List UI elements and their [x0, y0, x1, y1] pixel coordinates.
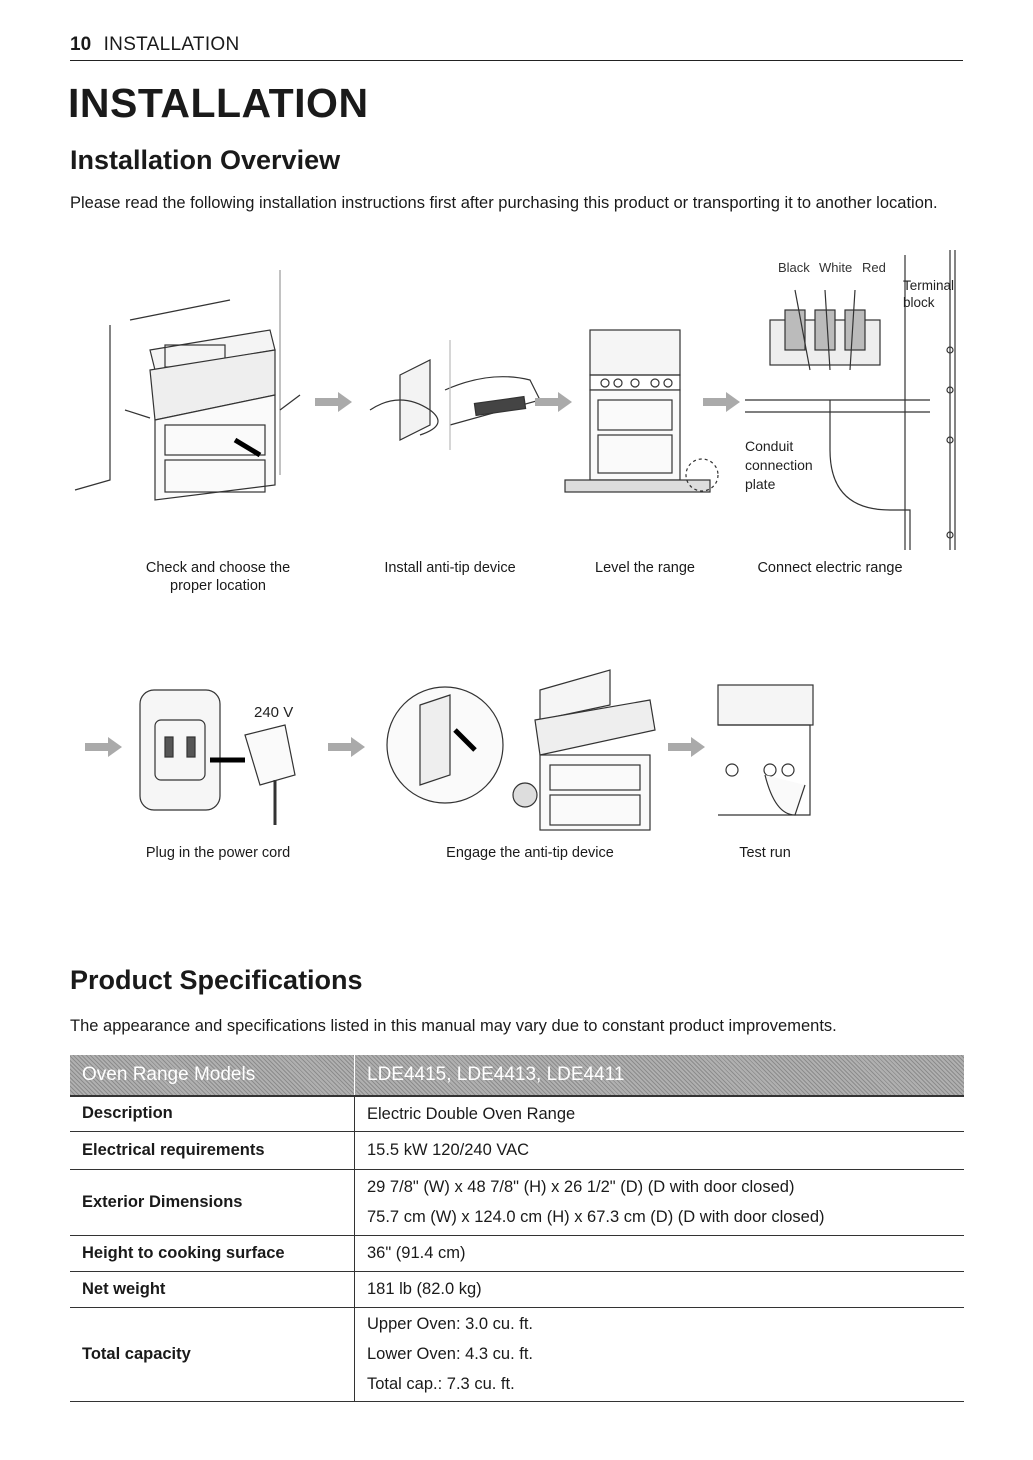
spec-value: 29 7/8" (W) x 48 7/8" (H) x 26 1/2" (D) …: [354, 1169, 964, 1236]
overview-intro: Please read the following installation i…: [70, 194, 938, 212]
step-caption-location: Check and choose the proper location: [145, 560, 291, 594]
terminal-block-illustration: [745, 250, 956, 550]
installation-steps-row2-figure: 240 V: [85, 669, 814, 831]
header-model-numbers: LDE4415, LDE4413, LDE4411: [354, 1055, 964, 1097]
conduit-label: Conduit: [745, 438, 793, 454]
connection-label: connection: [745, 457, 813, 473]
installation-steps-row1-figure: Black White Red Terminal block Conduit c…: [74, 250, 956, 550]
step-arrow-icon: [85, 737, 122, 757]
specs-heading: Product Specifications: [70, 965, 363, 995]
voltage-label: 240 V: [254, 704, 293, 721]
header-models-label: Oven Range Models: [70, 1055, 355, 1097]
spec-label: Net weight: [70, 1271, 355, 1308]
spec-label: Electrical requirements: [70, 1131, 355, 1170]
block-label: block: [903, 295, 935, 310]
spec-label: Height to cooking surface: [70, 1235, 355, 1272]
page-number: 10: [70, 34, 92, 55]
overview-heading: Installation Overview: [70, 145, 341, 175]
table-row: Total capacity Upper Oven: 3.0 cu. ft. L…: [70, 1307, 964, 1402]
page-title: INSTALLATION: [68, 80, 369, 126]
wire-label-red: Red: [862, 260, 886, 275]
spec-value: 36" (91.4 cm): [354, 1235, 964, 1272]
step-arrow-icon: [328, 737, 365, 757]
step-caption-test-run: Test run: [739, 845, 791, 861]
engage-anti-tip-illustration: [386, 669, 656, 831]
table-row: Electrical requirements 15.5 kW 120/240 …: [70, 1131, 964, 1170]
wire-label-black: Black: [778, 260, 810, 275]
page-header: 10 INSTALLATION: [70, 34, 963, 61]
step-arrow-icon: [315, 392, 352, 412]
anti-tip-install-illustration: [369, 340, 541, 450]
spec-value: Electric Double Oven Range: [354, 1096, 964, 1132]
step-caption-anti-tip: Install anti-tip device: [384, 560, 516, 576]
step-arrow-icon: [703, 392, 740, 412]
running-section-title: INSTALLATION: [103, 34, 240, 55]
spec-label: Total capacity: [70, 1307, 355, 1402]
spec-label: Description: [70, 1096, 355, 1132]
step-caption-engage: Engage the anti-tip device: [446, 845, 614, 861]
terminal-label: Terminal: [903, 278, 954, 293]
step-arrow-icon: [668, 737, 705, 757]
specs-intro: The appearance and specifications listed…: [70, 1017, 837, 1035]
table-row: Exterior Dimensions 29 7/8" (W) x 48 7/8…: [70, 1169, 964, 1236]
step-arrow-icon: [535, 392, 572, 412]
step-caption-plug: Plug in the power cord: [145, 845, 291, 861]
wire-label-white: White: [819, 260, 852, 275]
table-row: Net weight 181 lb (82.0 kg): [70, 1271, 964, 1308]
step-caption-connect: Connect electric range: [757, 560, 903, 576]
step-caption-level: Level the range: [595, 560, 695, 576]
spec-value: 15.5 kW 120/240 VAC: [354, 1131, 964, 1170]
range-location-illustration: [74, 270, 301, 501]
test-run-illustration: [717, 684, 814, 816]
spec-value: 181 lb (82.0 kg): [354, 1271, 964, 1308]
spec-table-header: Oven Range Models LDE4415, LDE4413, LDE4…: [70, 1055, 964, 1097]
table-row: Description Electric Double Oven Range: [70, 1096, 964, 1132]
power-outlet-illustration: [139, 689, 296, 825]
spec-table: Oven Range Models LDE4415, LDE4413, LDE4…: [70, 1055, 964, 1402]
spec-label: Exterior Dimensions: [70, 1169, 355, 1236]
table-row: Height to cooking surface 36" (91.4 cm): [70, 1235, 964, 1272]
spec-value: Upper Oven: 3.0 cu. ft. Lower Oven: 4.3 …: [354, 1307, 964, 1402]
level-range-illustration: [564, 329, 719, 493]
plate-label: plate: [745, 476, 776, 492]
